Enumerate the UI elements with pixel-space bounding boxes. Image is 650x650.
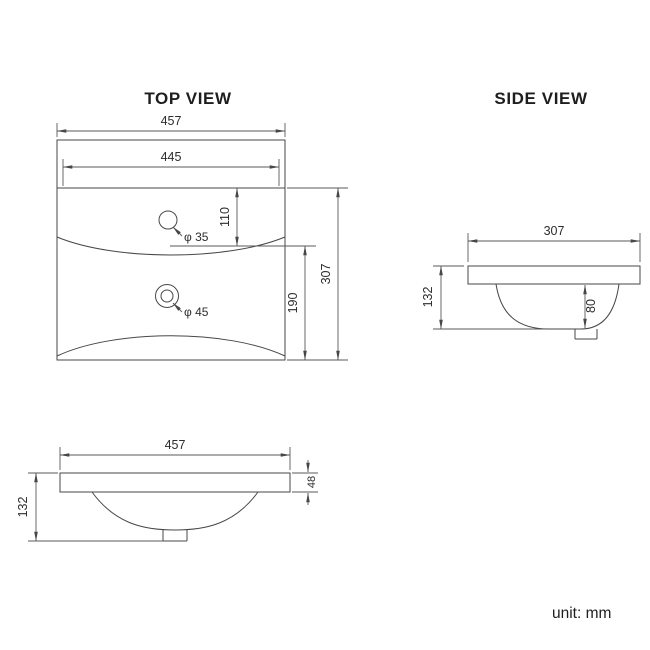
dim-text: 307 <box>544 224 565 238</box>
dim-side-height: 132 <box>421 265 545 330</box>
side-bowl-profile <box>495 283 620 330</box>
dim-front-width: 457 <box>59 438 291 470</box>
drain-hole-inner <box>160 289 174 303</box>
side-view: SIDE VIEW 307 132 80 <box>421 89 641 340</box>
top-view-outline <box>56 139 286 361</box>
unit-label: unit: mm <box>552 605 611 622</box>
faucet-leader-arrow <box>172 226 183 237</box>
drain-hole-label: φ 45 <box>184 305 209 319</box>
dim-text: 457 <box>165 438 186 452</box>
front-view: 457 48 132 <box>16 438 318 542</box>
dim-text: 80 <box>584 299 598 313</box>
dim-text: 445 <box>161 150 182 164</box>
front-deck-profile <box>59 472 291 493</box>
side-deck-profile <box>467 265 641 285</box>
dim-text: 110 <box>218 207 232 227</box>
dim-top-depth: 307 <box>319 187 340 361</box>
top-view: TOP VIEW φ 35 φ 45 457 445 <box>56 89 348 361</box>
dim-side-width: 307 <box>467 224 641 262</box>
dim-top-faucet-offset: 110 <box>218 187 239 247</box>
dim-text: 190 <box>286 293 300 314</box>
dim-front-rim-height: 48 <box>292 460 318 505</box>
dim-front-height: 132 <box>16 472 163 542</box>
dim-text: 457 <box>161 114 182 128</box>
dim-text: 132 <box>421 287 435 308</box>
dim-top-width-outer: 457 <box>56 114 286 137</box>
side-view-title: SIDE VIEW <box>494 89 588 108</box>
dim-text: 132 <box>16 497 30 518</box>
dim-top-width-inner: 445 <box>62 150 280 186</box>
faucet-hole-label: φ 35 <box>184 230 209 244</box>
front-bowl-profile <box>91 491 259 531</box>
dim-text: 48 <box>306 476 318 488</box>
top-view-title: TOP VIEW <box>144 89 232 108</box>
faucet-hole <box>158 210 178 230</box>
drain-hole-outer <box>155 284 179 308</box>
dim-top-drain-span: 190 <box>286 245 307 361</box>
dim-text: 307 <box>319 264 333 285</box>
basin-lower-curve <box>56 335 286 357</box>
basin-upper-curve <box>56 236 286 256</box>
dim-side-bowl-depth: 80 <box>583 284 598 329</box>
drain-leader-arrow <box>172 302 183 313</box>
